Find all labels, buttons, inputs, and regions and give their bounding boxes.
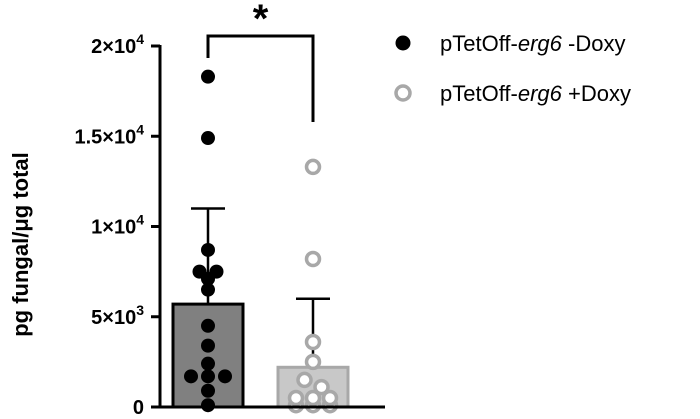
- data-point: [321, 389, 339, 407]
- y-tick-exponent: 3: [136, 302, 144, 318]
- data-point: [184, 369, 198, 384]
- data-point: [304, 333, 322, 351]
- y-tick-exponent: 4: [136, 31, 144, 47]
- y-tick-label: 5×103: [91, 302, 144, 329]
- data-point: [192, 264, 207, 279]
- data-point: [209, 264, 224, 279]
- legend-item-1: pTetOff-erg6 -Doxy: [395, 31, 625, 56]
- significance-bracket: [206, 34, 315, 122]
- data-point: [304, 353, 322, 371]
- data-point: [201, 131, 215, 146]
- data-point: [304, 389, 322, 407]
- y-tick-label: 2×104: [91, 31, 144, 58]
- data-point: [201, 282, 215, 297]
- legend-marker: [394, 84, 412, 102]
- y-tick-exponent: 4: [136, 212, 144, 228]
- data-point: [201, 338, 215, 353]
- significance-star: *: [253, 0, 269, 41]
- y-tick-exponent: 4: [136, 121, 144, 137]
- data-point: [313, 378, 330, 396]
- data-point: [201, 318, 215, 333]
- data-point: [201, 369, 215, 384]
- y-tick-label: 0: [133, 397, 144, 419]
- legend-label: pTetOff-erg6 +Doxy: [440, 81, 631, 106]
- data-point: [304, 158, 322, 176]
- bracket-line: [206, 34, 315, 122]
- y-tick-label: 1×104: [91, 212, 144, 239]
- legend-item-2: pTetOff-erg6 +Doxy: [394, 81, 631, 106]
- legend-marker: [395, 35, 411, 51]
- data-point: [201, 398, 215, 413]
- data-point: [201, 69, 215, 84]
- legend-label: pTetOff-erg6 -Doxy: [440, 31, 625, 56]
- data-point: [287, 389, 305, 407]
- data-point: [201, 242, 215, 257]
- y-axis: 0 5×103 1×104 1.5×104 2×104: [74, 31, 162, 419]
- data-point: [296, 371, 313, 389]
- legend: pTetOff-erg6 -Doxy pTetOff-erg6 +Doxy: [394, 31, 631, 106]
- data-points: [184, 69, 339, 414]
- data-point: [218, 369, 232, 384]
- data-point: [201, 356, 215, 371]
- y-axis-title: pg fungal/μg total: [8, 152, 33, 337]
- data-point: [201, 383, 215, 398]
- data-point: [304, 250, 322, 268]
- y-tick-label: 1.5×104: [74, 121, 144, 148]
